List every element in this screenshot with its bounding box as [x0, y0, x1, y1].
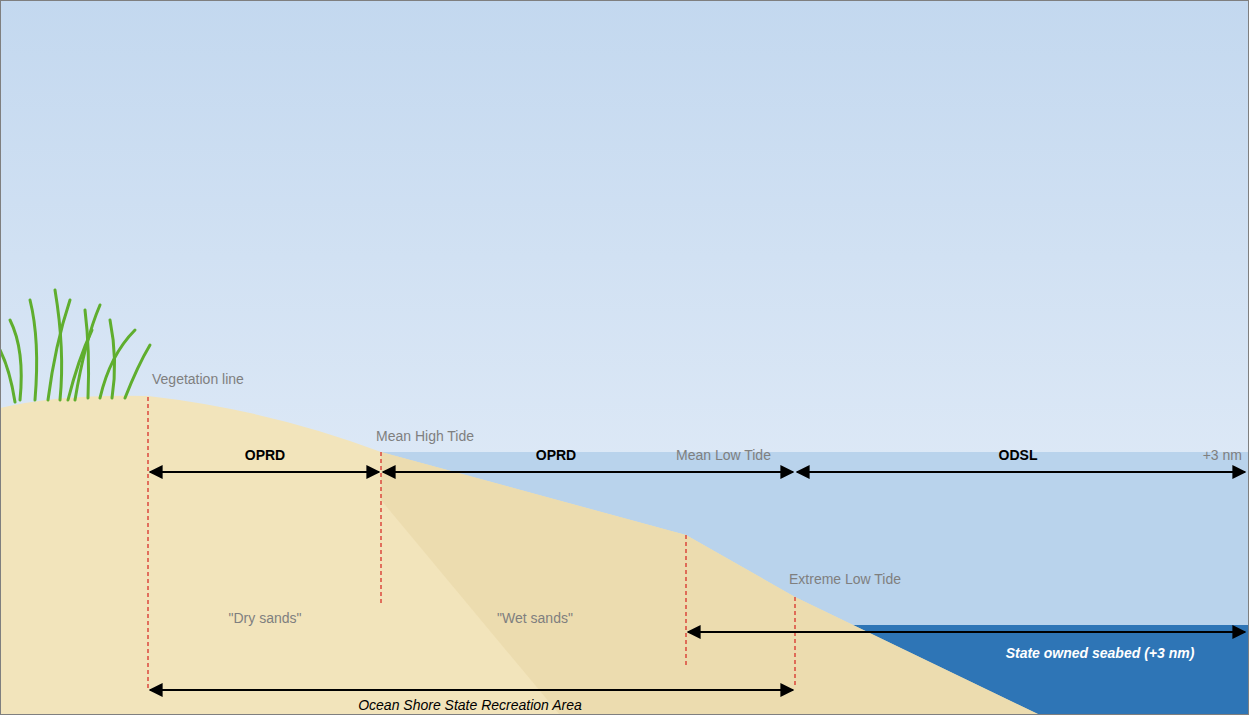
zone-label: "Dry sands": [229, 610, 302, 626]
boundary-label: Vegetation line: [152, 371, 244, 387]
agency-label: ODSL: [999, 447, 1038, 463]
distance-label: +3 nm: [1203, 447, 1242, 463]
extent-arrows: [150, 472, 1245, 690]
agency-label: OPRD: [245, 447, 285, 463]
boundary-lines: [148, 397, 795, 688]
boundary-label: Mean High Tide: [376, 428, 474, 444]
zone-label: "Wet sands": [497, 610, 573, 626]
zone-label: State owned seabed (+3 nm): [1006, 645, 1195, 661]
area-label: Ocean Shore State Recreation Area: [358, 697, 582, 713]
wet-sand-tint: [381, 452, 1040, 715]
grass: [0, 290, 150, 402]
agency-label: OPRD: [536, 447, 576, 463]
sand: [0, 396, 1040, 715]
boundary-label: Extreme Low Tide: [789, 571, 901, 587]
boundary-label: Mean Low Tide: [676, 447, 771, 463]
